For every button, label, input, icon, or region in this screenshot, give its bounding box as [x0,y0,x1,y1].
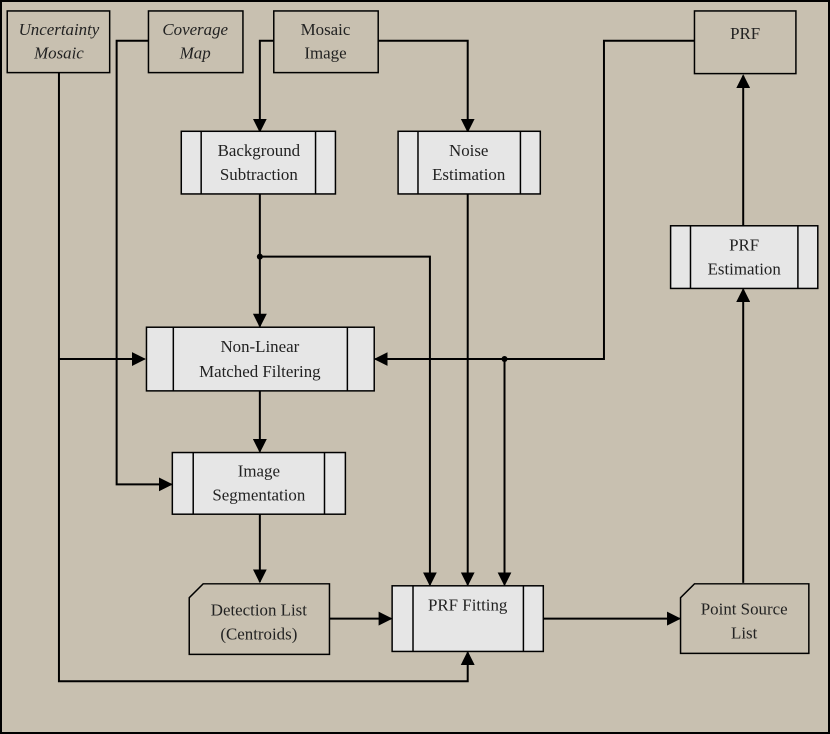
node-label-line: Estimation [432,165,506,184]
node-label-line: Coverage [162,20,228,39]
node-label-line: Detection List [211,601,307,620]
node-background-subtraction: Background Subtraction [180,130,337,195]
coverage-to-segmentation-arrow [115,39,173,492]
node-prf-fitting: PRF Fitting [391,585,545,653]
node-mosaic-image: Mosaic Image [273,10,379,74]
node-label-line: Estimation [708,260,782,279]
junction-dot [501,356,508,363]
uncertainty-to-prf-fitting-arrow [57,72,475,683]
node-point-source-list: Point Source List [679,583,810,655]
node-prf-estimation: PRF Estimation [669,225,819,290]
node-label-line: Background [218,141,301,160]
node-label-line: Matched Filtering [199,362,321,381]
node-label-line: Segmentation [212,485,305,504]
node-label-line: PRF [729,236,759,255]
node-label-line: Map [179,44,211,63]
node-label-line: PRF [730,24,760,43]
node-prf-input: PRF [693,10,797,75]
junction-dots [256,253,508,363]
node-label-line: PRF Fitting [428,596,508,615]
node-label-line: (Centroids) [220,625,297,644]
node-noise-estimation: Noise Estimation [397,130,542,195]
node-coverage-map: Coverage Map [147,10,244,74]
node-label-line: Image [304,44,346,63]
node-label-line: Image [238,461,280,480]
node-label-line: Non-Linear [220,337,299,356]
node-label-line: Subtraction [220,165,298,184]
node-label-line: Noise [449,141,488,160]
node-label-line: List [731,624,758,643]
mosaic-to-noise-arrow [378,39,475,133]
prf-to-filtering-arrow [373,39,695,367]
node-uncertainty-mosaic: Uncertainty Mosaic [6,10,111,74]
connectors [57,39,751,683]
background-to-prf-fitting-arrow [259,255,437,587]
mosaic-to-background-arrow [252,39,274,133]
node-detection-list: Detection List (Centroids) [188,583,331,656]
node-label-line: Uncertainty [19,20,100,39]
junction-dot [256,253,263,260]
node-non-linear-matched-filtering: Non-Linear Matched Filtering [145,326,375,392]
node-label-line: Mosaic [301,20,351,39]
node-label-line: Mosaic [33,44,84,63]
node-image-segmentation: Image Segmentation [171,451,347,515]
node-label-line: Point Source [701,600,788,619]
